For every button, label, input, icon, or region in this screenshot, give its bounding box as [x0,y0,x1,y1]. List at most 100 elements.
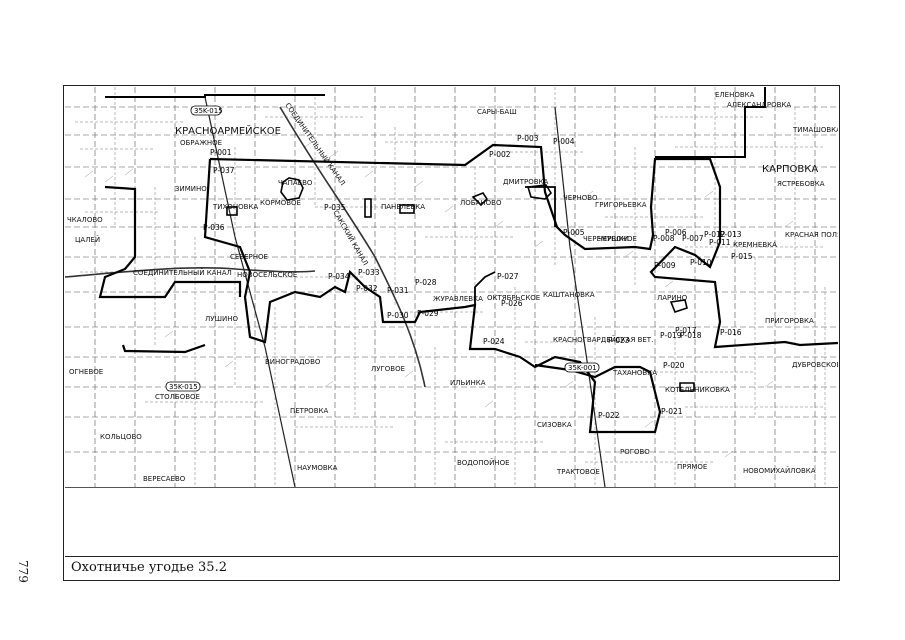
caption-row: Охотничье угодье 35.2 [65,556,838,581]
route-point-label: Р-016 [720,328,742,337]
settlement-label: ОБРАЖНОЕ [180,139,222,147]
route-point-label: Р-006 [665,228,687,237]
route-point-label: Р-010 [690,258,712,267]
settlement-label: ПАНЕЛЕВКА [381,203,425,211]
settlement-outlines [226,177,695,392]
settlement-label: КОЛЬЦОВО [100,433,142,441]
settlement-label: СИЗОВКА [537,421,572,429]
settlement-label: ТИХОНОВКА [212,203,258,211]
map-frame: КРАСНОАРМЕЙСКОЕ ОБРАЖНОЕ ЧАПАЕВО ЗИМИНО … [63,85,840,581]
hunting-area-map [65,87,838,487]
settlement-label: НОВОСЕЛЬСКОЕ [237,271,297,279]
railway-line [204,96,296,487]
route-point-label: Р-012 [704,230,726,239]
settlement-label: ЧЕРВОНОЕ [598,235,637,243]
settlement-label: НАУМОВКА [297,464,338,472]
map-labels: КРАСНОАРМЕЙСКОЕ ОБРАЖНОЕ ЧАПАЕВО ЗИМИНО … [67,91,838,483]
settlement-label: ВОДОПОЙНОЕ [457,458,510,467]
hunting-area-boundary [98,185,242,299]
settlement-label: СТОЛБОВОЕ [155,393,200,401]
settlement-label: ЦАЛЕЙ [75,235,100,244]
route-point-label: Р-035 [324,203,346,212]
boundary-line [105,94,325,98]
canal-line [65,267,316,278]
route-point-label: Р-015 [731,252,753,261]
settlement-label: ВЕРЕСАЕВО [143,475,186,483]
settlement-label: ДМИТРОВКА [503,178,549,186]
canal-line [279,106,426,388]
blank-area [65,487,838,556]
route-point-label: Р-008 [653,234,675,243]
settlement-label: ГРИГОРЬЕВКА [595,201,647,209]
settlement-label: ЧКАЛОВО [67,216,103,224]
settlement-label: ЯСТРЕБОВКА [777,180,825,188]
svg-text:35K-015: 35K-015 [194,107,223,115]
settlement-label: КОТЕЛЬНИКОВКА [665,386,730,394]
route-point-label: Р-026 [501,299,523,308]
route-point-label: Р-037 [213,166,235,175]
route-point-label: Р-019 [660,331,682,340]
settlement-label: ТРАКТОВОЕ [556,468,600,476]
settlement-label: КОРМОВОЕ [260,199,301,207]
hunting-area-boundary [121,143,838,354]
settlement-label: АЛЕКСАНДРОВКА [727,101,791,109]
route-point-label: Р-005 [563,228,585,237]
settlement-label: ЧЕРНОВО [563,194,598,202]
boundary-line [655,87,766,158]
route-point-label: Р-030 [387,311,409,320]
route-point-label: Р-024 [483,337,505,346]
settlement-label: ИЛЬИНКА [450,379,486,387]
settlement-label: КРЕМНЕВКА [733,241,777,249]
settlement-label: ОКТЯБРЬСКОЕ [487,294,540,302]
route-point-label: Р-009 [654,261,676,270]
highway-badge: 35K-015 [165,381,201,392]
route-point-label: Р-034 [328,272,350,281]
route-point-label: Р-007 [682,234,704,243]
route-point-label: Р-020 [663,361,685,370]
route-point-label: Р-022 [598,411,620,420]
canal-label: СОЕДИНИТЕЛЬНЫЙ КАНАЛ [133,268,232,277]
settlement-label: КАРПОВКА [762,164,818,175]
canal-label: СОЕДИНИТЕЛЬНЫЙ КАНАЛ [283,101,347,187]
route-point-label: Р-002 [489,150,511,159]
route-point-label: Р-033 [358,268,380,277]
route-point-label: Р-032 [356,284,378,293]
route-point-label: Р-003 [517,134,539,143]
settlement-label: ЖУРАВЛЕВКА [433,295,483,303]
route-point-label: Р-018 [680,331,702,340]
settlement-label: ПРЯМОЕ [677,463,707,471]
highway-badge: 35K-001 [564,362,600,373]
settlement-label: ЛАРИНО [657,294,688,302]
settlement-label: ЗИМИНО [175,185,207,193]
settlement-label: ЛУГОВОЕ [371,365,405,373]
settlement-label: ЧАПАЕВО [278,179,313,187]
settlement-label: ЛОБАНОВО [460,199,502,207]
settlement-label: НОВОМИХАЙЛОВКА [743,466,816,475]
route-point-label: Р-001 [210,148,232,157]
map-caption: Охотничье угодье 35.2 [71,560,227,575]
canal-label: САКСКИЙ КАНАЛ [331,209,370,267]
route-point-label: Р-031 [387,286,409,295]
hunting-area-boundary [203,158,662,434]
route-point-label: Р-036 [203,223,225,232]
settlement-label: КАШТАНОВКА [543,291,595,299]
minor-roads [75,87,826,487]
settlement-label: ПЕТРОВКА [290,407,328,415]
settlement-label: ПРИГОРОВКА [765,317,814,325]
settlement-label: КРАСНАЯ ПОЛЯНА [785,231,838,239]
settlement-label: ТИМАШОВКА [792,126,838,134]
settlement-label: ОГНЕВОЕ [69,368,103,376]
settlement-label: ТАХАНОВКА [612,369,657,377]
route-point-label: Р-023 [608,336,630,345]
route-point-label: Р-021 [661,407,683,416]
settlement-label: РОГОВО [620,448,650,456]
canal-label: КРАСНОГВАРДЕЙСКАЯ ВЕТ. [553,335,653,344]
terrain-hatch [84,140,794,458]
svg-text:35K-015: 35K-015 [169,383,198,391]
settlement-label: САРЫ-БАШ [477,108,517,116]
route-point-label: Р-029 [417,309,439,318]
svg-text:35K-001: 35K-001 [568,364,597,372]
route-point-label: Р-028 [415,278,437,287]
settlement-label: ЛУШИНО [205,315,239,323]
route-point-label: Р-013 [720,230,742,239]
